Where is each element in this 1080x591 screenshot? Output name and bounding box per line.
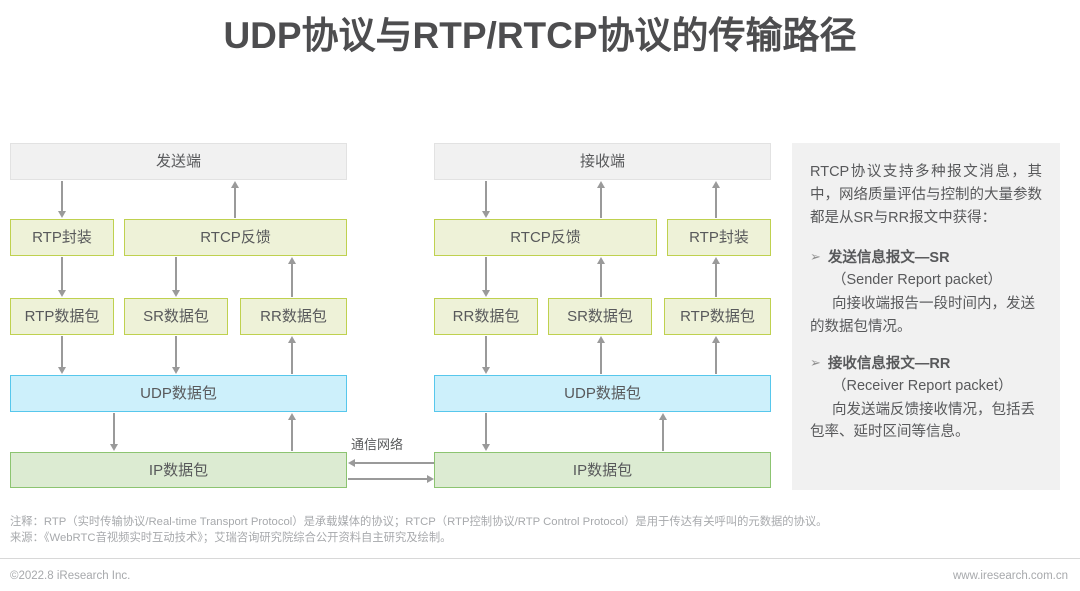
- copyright-text: ©2022.8 iResearch Inc.: [10, 570, 131, 582]
- arrow-left-rtppacket-to-udp: [58, 336, 66, 374]
- footer-divider: [0, 558, 1080, 559]
- arrow-right-rtcp-to-endpoint: [597, 181, 605, 218]
- footnote-source: 来源：《WebRTC音视频实时互动技术》；艾瑞咨询研究院综合公开资料自主研究及绘…: [10, 532, 452, 545]
- panel-item-sr-description: 向接收端报告一段时间内，发送的数据包情况。: [810, 295, 1035, 335]
- panel-intro-text: RTCP协议支持多种报文消息，其中，网络质量评估与控制的大量参数都是从SR与RR…: [810, 164, 1042, 226]
- left-rtp-encapsulation-box: RTP封装: [10, 219, 114, 256]
- left-rtp-packet-box: RTP数据包: [10, 298, 114, 335]
- arrow-right-udp-to-rtppacket: [712, 336, 720, 374]
- panel-item-sr-english: （Sender Report packet）: [832, 271, 1003, 288]
- panel-item-sr-heading: ➢ 发送信息报文—SR: [810, 246, 1042, 268]
- right-rr-packet-box: RR数据包: [434, 298, 538, 335]
- arrow-left-to-network: [348, 475, 434, 483]
- right-sr-packet-box: SR数据包: [548, 298, 652, 335]
- right-udp-packet-box: UDP数据包: [434, 375, 771, 412]
- footnote-definition: 注释：RTP（实时传输协议/Real-time Transport Protoc…: [10, 516, 828, 528]
- right-rtcp-feedback-box: RTCP反馈: [434, 219, 657, 256]
- website-url: www.iresearch.com.cn: [952, 570, 1068, 582]
- arrow-right-endpoint-to-rtcp: [482, 181, 490, 218]
- panel-item-rr-title: 接收信息报文—RR: [827, 355, 951, 372]
- left-rr-packet-box: RR数据包: [240, 298, 347, 335]
- footnotes: 注释：RTP（实时传输协议/Real-time Transport Protoc…: [10, 514, 1072, 547]
- panel-item-sr-title: 发送信息报文—SR: [827, 249, 950, 266]
- arrow-left-rtcp-to-srpacket: [172, 257, 180, 297]
- arrow-left-endpoint-to-rtp: [58, 181, 66, 218]
- arrow-right-udp-to-ip: [482, 413, 490, 451]
- right-endpoint-box: 接收端: [434, 143, 771, 180]
- panel-spacer: [810, 339, 1042, 352]
- page-footer: ©2022.8 iResearch Inc. www.iresearch.com…: [0, 566, 1080, 591]
- arrow-left-udp-to-rrpacket: [288, 336, 296, 374]
- right-rtp-encapsulation-box: RTP封装: [667, 219, 771, 256]
- right-rtp-packet-box: RTP数据包: [664, 298, 771, 335]
- arrow-right-rtp-to-endpoint: [712, 181, 720, 218]
- arrow-right-udp-to-srpacket: [597, 336, 605, 374]
- arrow-left-rrpacket-to-rtcp: [288, 257, 296, 297]
- chevron-right-icon: ➢: [810, 248, 821, 264]
- left-udp-packet-box: UDP数据包: [10, 375, 347, 412]
- panel-item-rr-english: （Receiver Report packet）: [832, 377, 1013, 394]
- rtcp-info-panel: RTCP协议支持多种报文消息，其中，网络质量评估与控制的大量参数都是从SR与RR…: [792, 143, 1060, 490]
- arrow-left-srpacket-to-udp: [172, 336, 180, 374]
- arrow-right-rtcp-to-rrpacket: [482, 257, 490, 297]
- network-label: 通信网络: [351, 437, 404, 452]
- left-endpoint-box: 发送端: [10, 143, 347, 180]
- left-sr-packet-box: SR数据包: [124, 298, 228, 335]
- arrow-left-rtcp-to-endpoint: [231, 181, 239, 218]
- arrow-left-ip-to-udp: [288, 413, 296, 451]
- arrow-right-rrpacket-to-udp: [482, 336, 490, 374]
- page-title: UDP协议与RTP/RTCP协议的传输路径: [223, 15, 857, 56]
- arrow-network-to-left: [348, 459, 434, 467]
- arrow-right-srpacket-to-rtcp: [597, 257, 605, 297]
- left-rtcp-feedback-box: RTCP反馈: [124, 219, 347, 256]
- arrow-right-ip-to-udp: [659, 413, 667, 451]
- arrow-left-udp-to-ip: [110, 413, 118, 451]
- panel-item-rr-heading: ➢ 接收信息报文—RR: [810, 352, 1042, 374]
- right-ip-packet-box: IP数据包: [434, 452, 771, 488]
- arrow-right-rtppacket-to-rtp: [712, 257, 720, 297]
- arrow-left-rtp-to-rtppacket: [58, 257, 66, 297]
- panel-item-rr-description: 向发送端反馈接收情况，包括丢包率、延时区间等信息。: [810, 401, 1035, 441]
- chevron-right-icon: ➢: [810, 354, 821, 370]
- left-ip-packet-box: IP数据包: [10, 452, 347, 488]
